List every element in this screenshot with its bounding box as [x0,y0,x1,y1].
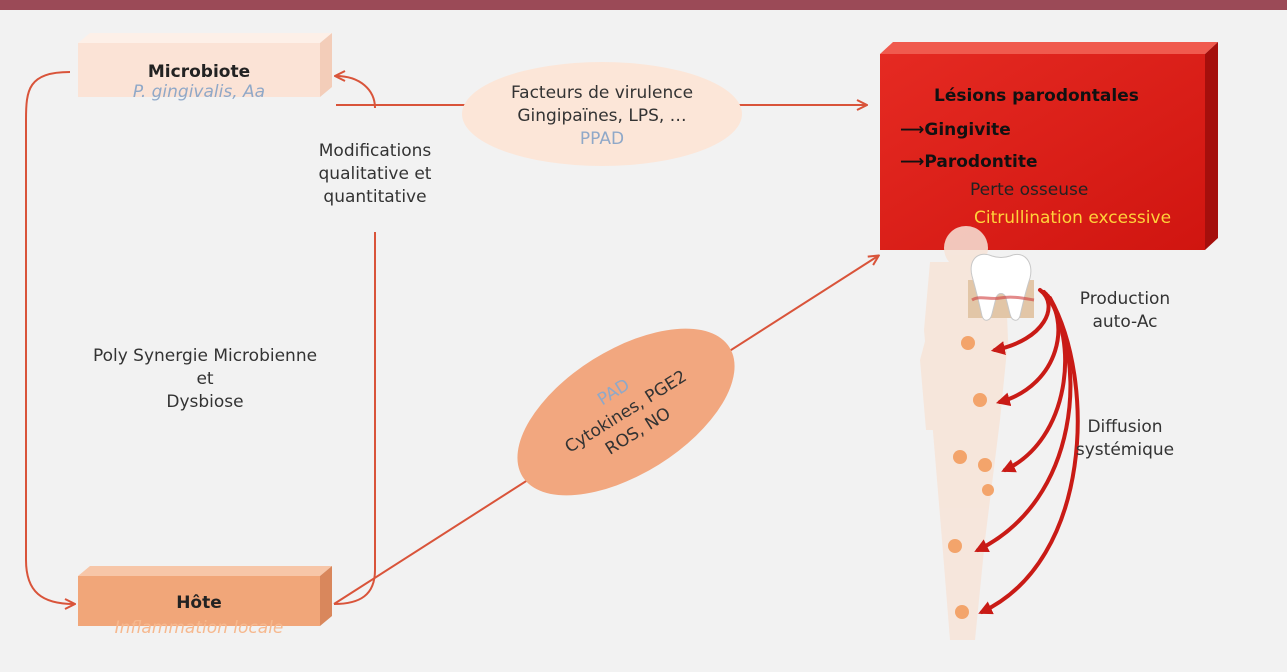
arrow-microbiote-to-hote [25,71,74,604]
top-accent-bar [0,0,1287,10]
arrow-hote-to-microbiote [333,232,376,605]
joint-dots [948,336,994,619]
lesions-text-block: Lésions parodontales ⟶Gingivite ⟶Parodon… [878,58,1198,248]
lesions-title: Lésions parodontales [934,86,1139,106]
synergie-label: Poly Synergie Microbienne et Dysbiose [92,346,318,412]
systemic-diffusion-arrows [974,288,1080,615]
virulence-ellipse [462,62,742,166]
lesions-item-citrullination: Citrullination excessive [974,208,1172,228]
lesions-item-parodontite: ⟶Parodontite [900,152,1038,172]
hote-box [78,566,332,626]
hote-subtitle: Inflammation locale [114,618,284,638]
lesions-item-perte-osseuse: Perte osseuse [970,180,1089,200]
microbiote-subtitle: P. gingivalis, Aa [132,82,266,102]
diffusion-label: Diffusion systémique [1075,417,1175,460]
virulence-label: Facteurs de virulence Gingipaïnes, LPS, … [510,83,694,149]
hote-title: Hôte [176,593,222,613]
microbiote-box [78,33,332,97]
mediators-ellipse [517,328,735,496]
lesions-box [880,42,1218,250]
tooth-icon [968,253,1035,321]
production-label: Production auto-Ac [1079,289,1171,332]
modifications-label: Modifications qualitative et quantitativ… [318,141,432,207]
microbiote-title: Microbiote [147,62,251,82]
lesions-item-gingivite: ⟶Gingivite [900,120,1011,140]
